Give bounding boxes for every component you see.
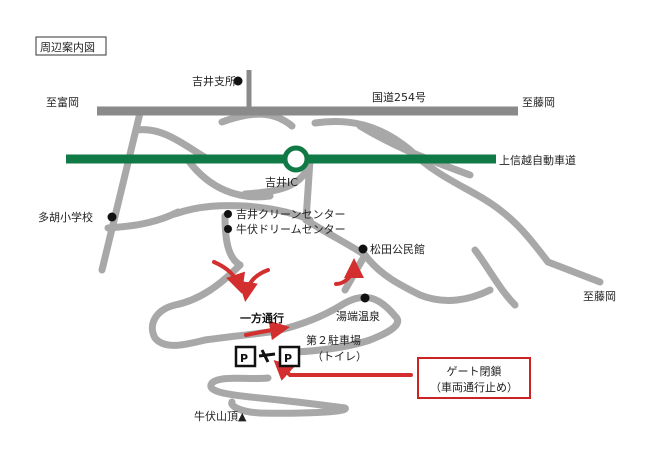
road-matsuda-down (341, 251, 369, 294)
clean-center-dot (224, 210, 232, 218)
road-east-main (311, 117, 552, 266)
arrow-gate (273, 359, 413, 381)
road-east-fork-b (471, 246, 519, 309)
expressway-label: 上信越自動車道 (499, 153, 576, 167)
east-direction-label: 至藤岡 (522, 96, 555, 109)
gate-line2: （車両通行止め） (430, 380, 518, 394)
interchange-label: 吉井IC (265, 175, 298, 189)
one-way-arrows (212, 258, 413, 381)
parking-symbol-right: P (284, 352, 292, 365)
road-hub-south (171, 202, 314, 224)
map-title-box: 周辺案内図 (35, 36, 107, 56)
road-ic-loop (218, 110, 296, 130)
one-way-label: 一方通行 (240, 311, 284, 325)
yoshii-branch-dot (233, 76, 243, 86)
arrow-east-up (334, 258, 364, 286)
road-to-southeast (544, 258, 604, 286)
parking-area: P P (234, 345, 301, 368)
parking-lot-name: 第２駐車場 (306, 333, 361, 347)
road-to-clean-center (302, 156, 314, 224)
national-route-label: 国道254号 (372, 90, 426, 104)
national-route-line (97, 70, 518, 116)
yubata-onsen-dot (360, 293, 370, 303)
west-direction-label: 至富岡 (46, 95, 79, 109)
parking-icon-left (234, 345, 257, 368)
tago-school-label: 多胡小学校 (38, 210, 93, 224)
road-east-upper (356, 122, 474, 179)
parking-symbol-left: P (240, 352, 248, 365)
east-lower-direction-label: 至藤岡 (583, 290, 616, 303)
parking-icon-right (278, 345, 301, 368)
place-markers (107, 76, 370, 303)
matsuda-hall-label: 松田公民館 (370, 242, 425, 256)
interchange-marker (282, 145, 310, 173)
road-east-fork-a (361, 251, 494, 304)
dream-center-label: 牛伏ドリームセンター (236, 222, 346, 236)
expressway-line (66, 145, 496, 173)
parking-lot-note: （トイレ） (312, 350, 367, 363)
road-west-loop (148, 261, 284, 349)
map-title: 周辺案内図 (40, 40, 95, 54)
road-tago-west (98, 109, 144, 274)
gate-line1: ゲート閉鎖 (447, 364, 502, 378)
local-roads (98, 109, 604, 417)
tago-school-dot (107, 212, 117, 222)
yubata-onsen-label: 湯端温泉 (336, 309, 380, 323)
gate-callout: ゲート閉鎖 （車両通行止め） (417, 357, 531, 399)
summit-label: 牛伏山頂▲ (194, 409, 247, 423)
matsuda-hall-dot (358, 244, 368, 254)
arrow-west-out (238, 268, 270, 302)
yoshii-branch-label: 吉井支所 (192, 74, 236, 88)
dream-center-dot (224, 225, 232, 233)
road-north-to-hub (184, 156, 274, 201)
arrow-one-way (244, 320, 290, 341)
road-summit (207, 374, 349, 417)
gate-barrier-icon (258, 349, 276, 363)
road-loop-east (276, 293, 401, 356)
clean-center-label: 吉井クリーンセンター (236, 207, 345, 221)
